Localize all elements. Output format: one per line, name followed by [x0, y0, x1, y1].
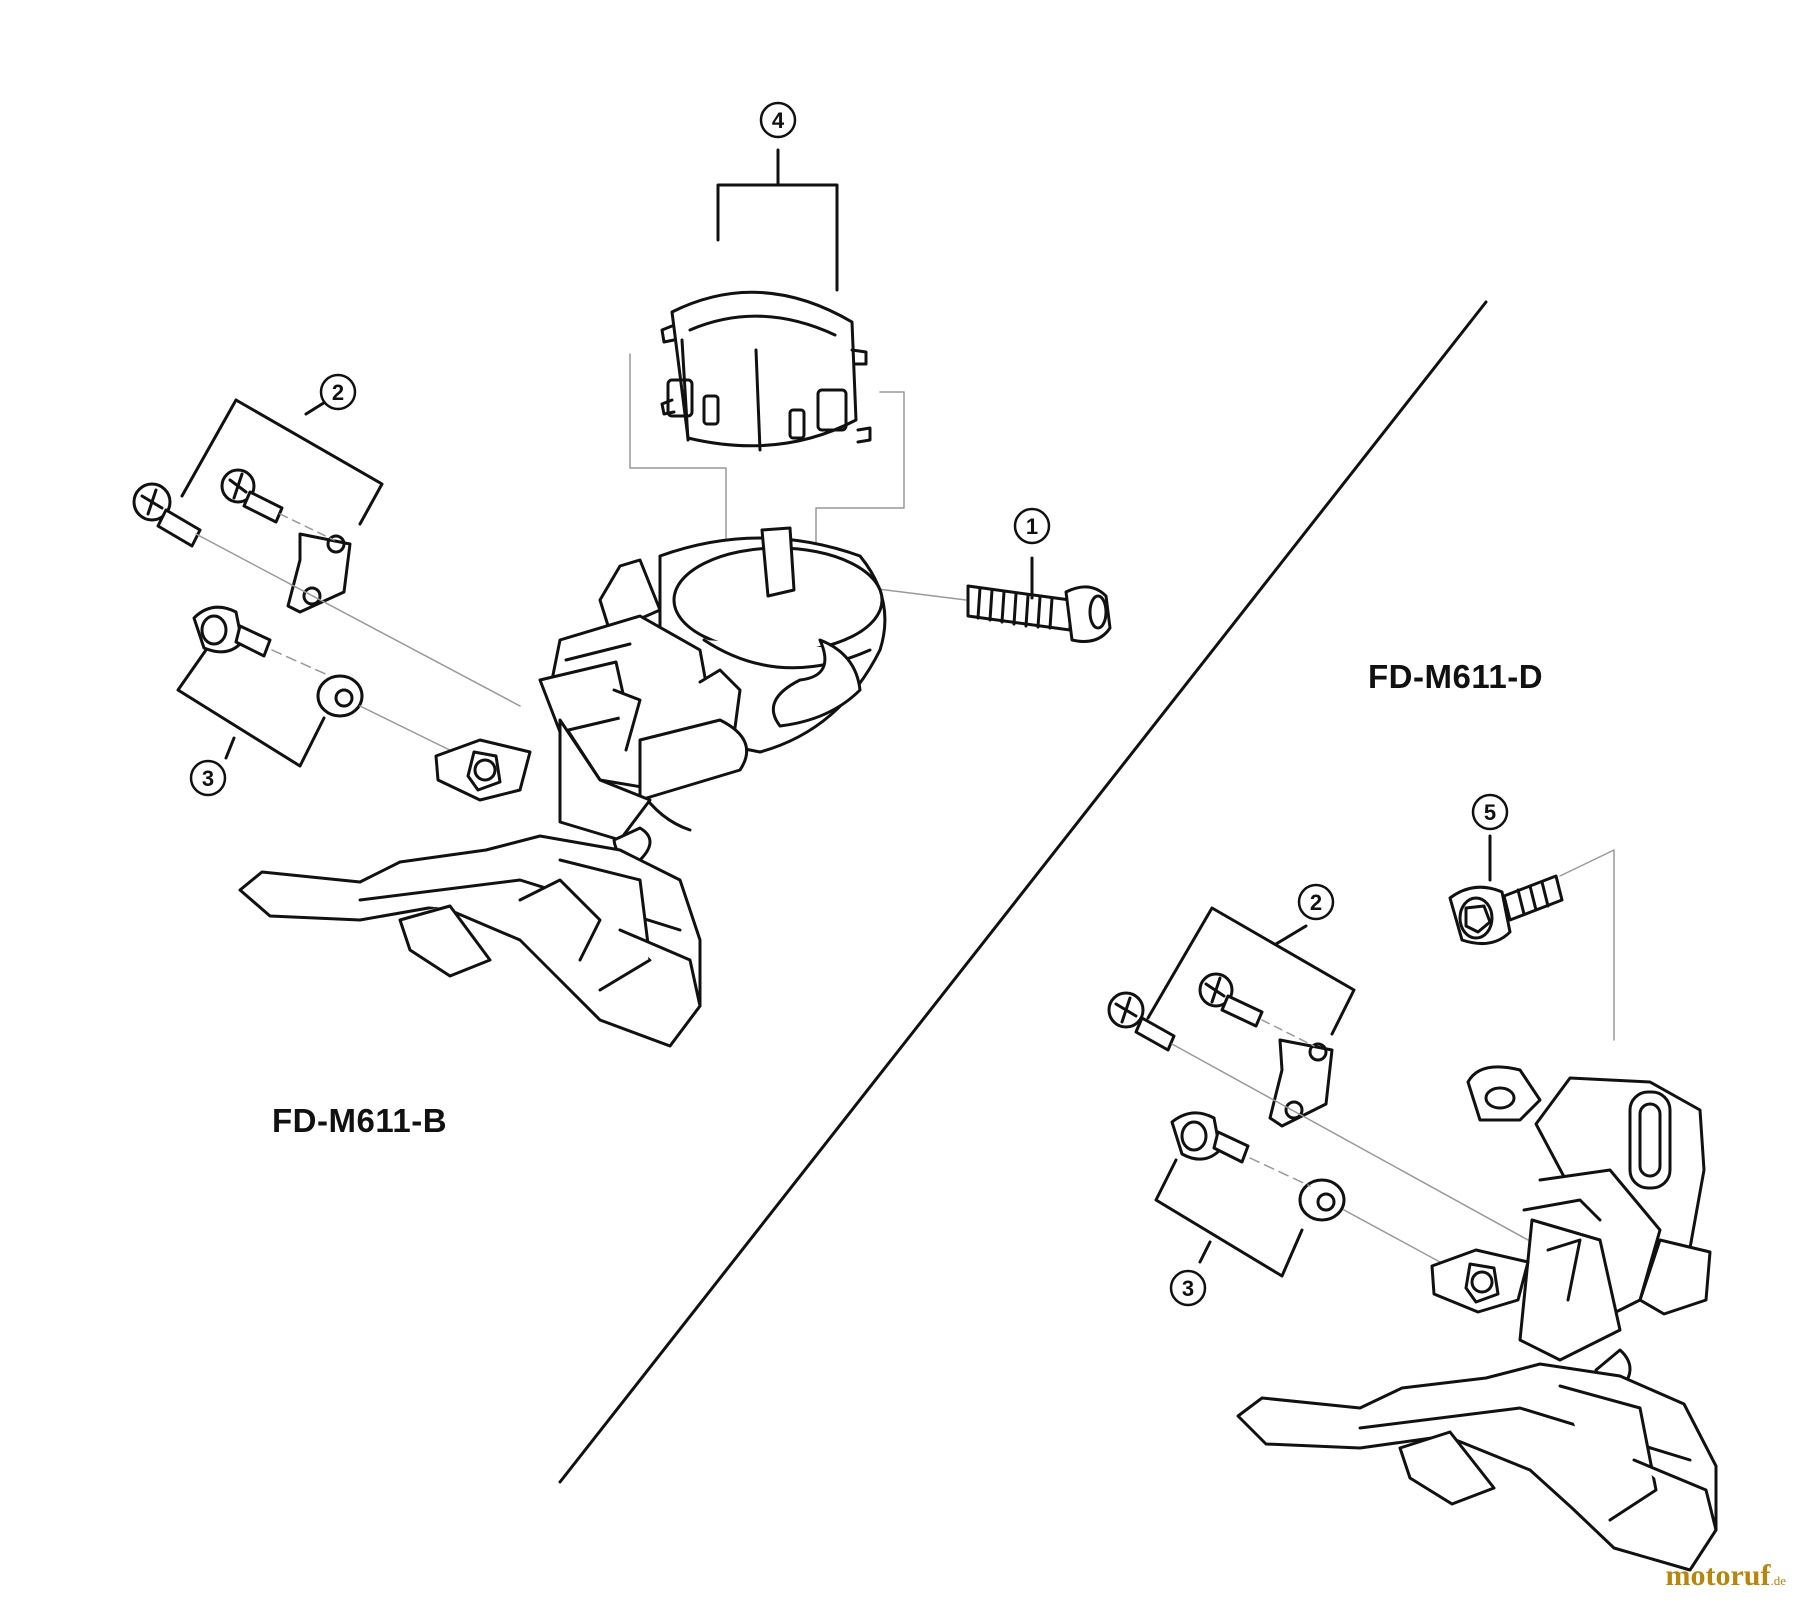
direct-mount-bolt-part	[1448, 834, 1564, 946]
callout-2-right-number: 2	[1310, 890, 1322, 915]
callout-2-right: 2	[1297, 883, 1335, 921]
watermark-logo: motoruf.de	[1665, 1559, 1786, 1593]
callout-4: 4	[759, 101, 797, 139]
front-derailleur-b	[238, 526, 887, 1048]
callout-2-left-number: 2	[332, 380, 344, 405]
callout-2-left: 2	[319, 373, 357, 411]
watermark-brand: motoruf	[1665, 1559, 1771, 1592]
watermark-tld: .de	[1770, 1573, 1786, 1588]
callout-3-left: 3	[189, 759, 227, 797]
callout-1: 1	[1013, 507, 1051, 545]
mount-bolt-washer-part-right	[1154, 1111, 1346, 1278]
callout-4-number: 4	[772, 108, 785, 133]
mount-bolt-washer-part	[176, 605, 364, 768]
model-label-d: FD-M611-D	[1368, 658, 1544, 695]
front-derailleur-d	[1236, 1065, 1718, 1572]
callout-3-left-number: 3	[202, 766, 214, 791]
callout-1-number: 1	[1026, 514, 1038, 539]
clamp-bolt-part	[966, 556, 1112, 643]
band-adapter-part	[660, 148, 872, 452]
callout-3-right: 3	[1169, 1269, 1207, 1307]
callout-3-right-number: 3	[1182, 1276, 1194, 1301]
model-label-b: FD-M611-B	[272, 1102, 448, 1139]
callout-5-number: 5	[1484, 800, 1496, 825]
divider-line	[558, 300, 1488, 1484]
cable-plate-screws-part	[132, 392, 384, 614]
callout-5: 5	[1471, 793, 1509, 831]
cable-plate-screws-part-right	[1107, 906, 1356, 1128]
